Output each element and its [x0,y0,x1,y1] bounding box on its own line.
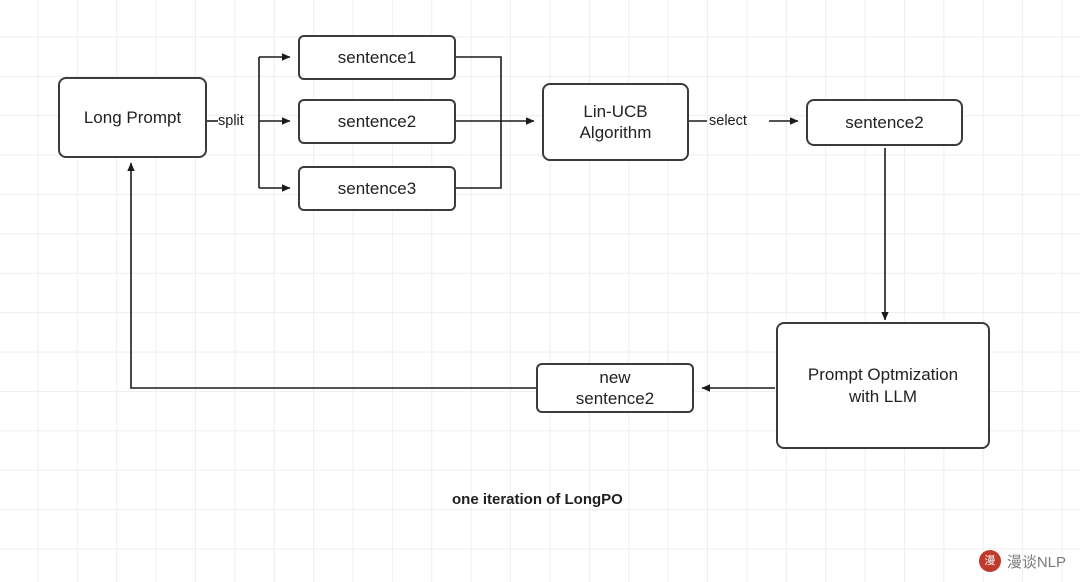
node-sentence1[interactable]: sentence1 [298,35,456,80]
edge-label-select: select [709,113,747,129]
diagram-caption: one iteration of LongPO [452,491,623,508]
node-prompt-optimization-label: Prompt Optmization with LLM [807,365,959,406]
watermark-logo-icon: 漫 [978,550,1001,572]
edge-label-split: split [218,113,244,129]
node-selected-sentence[interactable]: sentence2 [806,99,963,146]
node-long-prompt[interactable]: Long Prompt [58,77,207,158]
node-sentence1-label: sentence1 [337,47,417,67]
node-selected-sentence-label: sentence2 [845,112,924,132]
node-new-sentence[interactable]: new sentence2 [536,363,694,413]
watermark: 漫 漫谈NLP [978,550,1066,572]
node-sentence2-label: sentence2 [337,111,417,131]
node-long-prompt-label: Long Prompt [83,107,182,127]
node-lin-ucb-algorithm-label: Lin-UCB Algorithm [579,101,652,142]
node-lin-ucb-algorithm[interactable]: Lin-UCB Algorithm [542,83,689,161]
node-sentence3[interactable]: sentence3 [298,166,456,211]
node-new-sentence-label: new sentence2 [575,367,655,408]
watermark-label: 漫谈NLP [1006,553,1066,571]
node-prompt-optimization[interactable]: Prompt Optmization with LLM [776,322,990,449]
node-sentence2[interactable]: sentence2 [298,99,456,144]
node-sentence3-label: sentence3 [337,178,417,198]
